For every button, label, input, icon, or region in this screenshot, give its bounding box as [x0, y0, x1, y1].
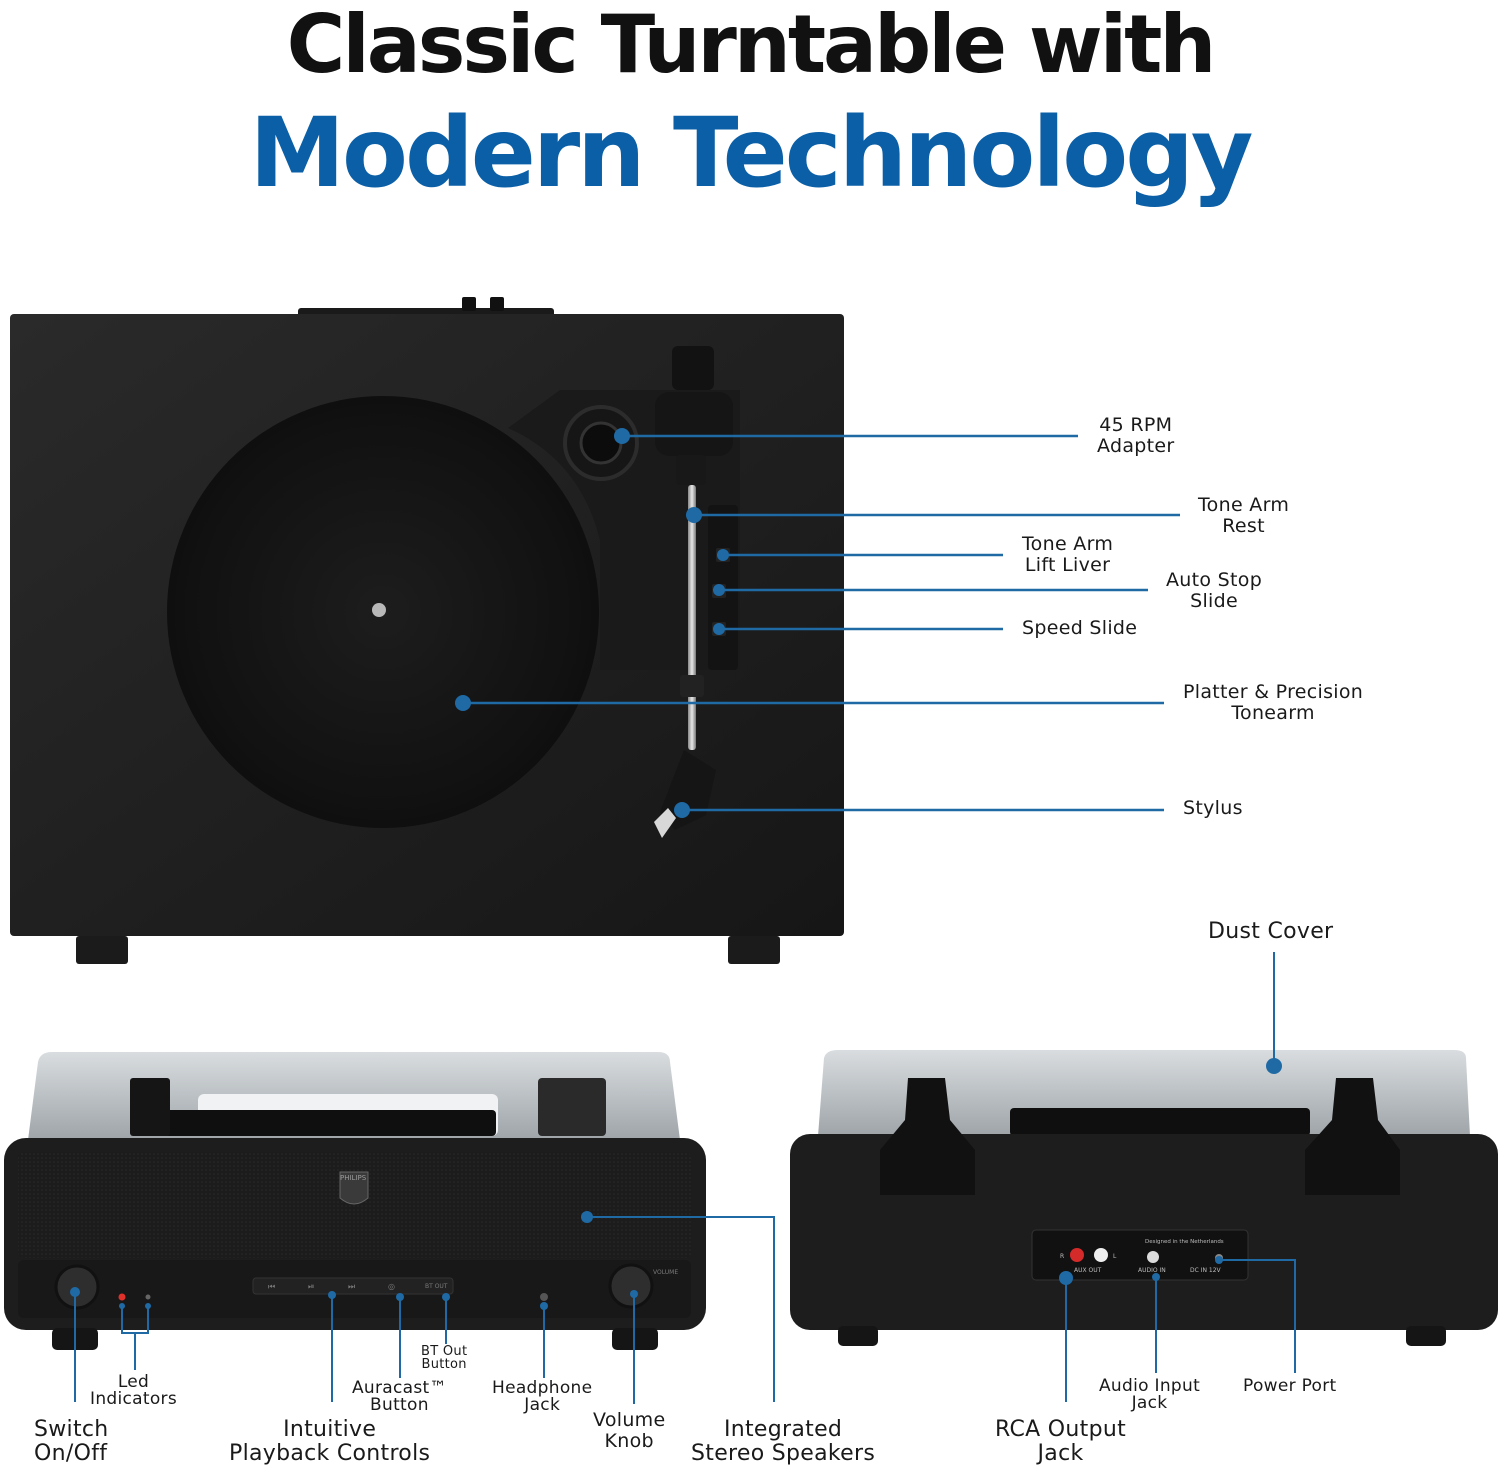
- back-view-turntable: [790, 1050, 1498, 1346]
- hinge-right: [1305, 1078, 1400, 1195]
- dc-in-text: DC IN 12V: [1190, 1267, 1222, 1274]
- hinge-left: [880, 1078, 975, 1195]
- led-white: [145, 1294, 151, 1300]
- designed-in-text: Designed in the Netherlands: [1145, 1239, 1224, 1245]
- rear-io-panel: [1031, 1229, 1249, 1281]
- brand-text: PHILIPS: [340, 1174, 367, 1182]
- button-strip: [252, 1277, 454, 1295]
- top-view-turntable: [10, 297, 844, 964]
- front-hinge-left: [130, 1078, 170, 1136]
- arm-clip: [680, 675, 704, 697]
- headline-line-2: Modern Technology: [249, 97, 1254, 209]
- aux-in-jack: [1147, 1251, 1159, 1263]
- back-foot-left: [838, 1326, 878, 1346]
- front-cartridge: [538, 1078, 606, 1136]
- rca-left-jack: [1094, 1248, 1108, 1262]
- bt-out-button-label: BT OUT: [425, 1283, 448, 1290]
- next-button-icon: ⏭: [348, 1282, 355, 1291]
- power-knob: [54, 1264, 100, 1310]
- aux-out-text: AUX OUT: [1074, 1267, 1102, 1274]
- auracast-button-icon: ◎: [388, 1282, 395, 1291]
- front-view-turntable: [4, 1052, 706, 1350]
- audio-in-text: AUDIO IN: [1138, 1267, 1166, 1274]
- volume-knob: [608, 1263, 654, 1309]
- foot-right: [728, 936, 780, 964]
- callout-stylus: Stylus: [1183, 797, 1243, 819]
- play-pause-button-icon: ⏯: [308, 1282, 314, 1291]
- back-callout-lines: [1059, 952, 1296, 1402]
- headline-line-1: Classic Turntable with: [286, 0, 1217, 91]
- foot-left: [76, 936, 128, 964]
- spindle: [372, 603, 386, 617]
- speaker-grille: [18, 1152, 691, 1258]
- rear-knob-left: [462, 297, 476, 311]
- rear-knob-right: [490, 297, 504, 311]
- front-platter: [136, 1110, 496, 1136]
- rca-l-text: L: [1113, 1253, 1117, 1260]
- top-callout-lines: [455, 428, 1180, 818]
- pivot-housing: [655, 392, 733, 456]
- callout-dust-cover: Dust Cover: [1208, 919, 1334, 944]
- led-red: [118, 1293, 126, 1301]
- counterweight: [672, 346, 714, 390]
- headphone-jack: [540, 1293, 548, 1301]
- back-foot-right: [1406, 1326, 1446, 1346]
- callout-speed-slide: Speed Slide: [1022, 617, 1138, 639]
- pivot-neck: [676, 455, 706, 485]
- callout-power-port: Power Port: [1243, 1376, 1337, 1396]
- back-platter: [1010, 1108, 1310, 1136]
- rca-right-jack: [1070, 1248, 1084, 1262]
- adapter-45rpm: [579, 421, 623, 465]
- front-panel-texts: PHILIPS VOLUME ⏮ ⏯ ⏭ ◎ BT OUT: [268, 1174, 678, 1291]
- volume-label: VOLUME: [653, 1269, 678, 1276]
- finger-lift: [654, 808, 676, 838]
- tonearm-tube: [688, 485, 696, 750]
- rear-panel-texts: Designed in the Netherlands R L AUX OUT …: [1060, 1239, 1224, 1274]
- front-callout-lines: [70, 1211, 775, 1404]
- prev-button-icon: ⏮: [268, 1282, 275, 1291]
- philips-shield-icon: [339, 1171, 369, 1205]
- rca-r-text: R: [1060, 1253, 1064, 1260]
